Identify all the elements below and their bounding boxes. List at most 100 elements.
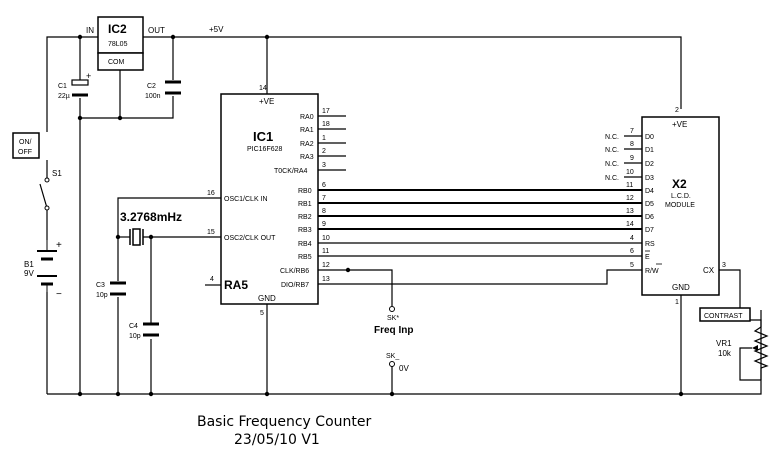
ic1-ra0-label: RA0 <box>300 114 314 121</box>
lcd-pin-d6: 13 <box>626 208 634 215</box>
lcd-line1: L.C.D. <box>671 193 691 200</box>
ic1-rb5-label: RB5 <box>298 254 312 261</box>
rail-5v-label: +5V <box>209 25 224 34</box>
lcd-pin-d2: 9 <box>630 155 634 162</box>
lcd-pin-d7: 14 <box>626 221 634 228</box>
sk-freq-label: Freq Inp <box>374 325 413 336</box>
vr1-box-label: CONTRAST <box>704 313 743 320</box>
lcd-nc-d0: N.C. <box>605 134 619 141</box>
c2-value: 100n <box>145 93 161 100</box>
ic2-in-label: IN <box>86 26 94 35</box>
lcd-pin-d1: 8 <box>630 141 634 148</box>
ic1-rb4-pin: 10 <box>322 235 330 242</box>
lcd-d1-label: D1 <box>645 147 654 154</box>
lcd-pin-gnd: 1 <box>675 299 679 306</box>
ic1-osc1-label: OSC1/CLK IN <box>224 196 268 203</box>
ic1-rb4-label: RB4 <box>298 241 312 248</box>
lcd-d0-label: D0 <box>645 134 654 141</box>
battery-plus: + <box>56 240 62 251</box>
lcd-module: X2 L.C.D. MODULE +VE GND CX 2 1 3 D0 D1 … <box>605 107 726 306</box>
lcd-rs-label: RS <box>645 241 655 248</box>
capacitor-c2: C2 100n <box>145 80 181 100</box>
ic1-ra3-pin: 2 <box>322 148 326 155</box>
data-bus <box>318 189 642 230</box>
ic1-osc1-pin: 16 <box>207 190 215 197</box>
vr1-value: 10k <box>718 349 732 358</box>
lcd-nc-d1: N.C. <box>605 147 619 154</box>
lcd-d5-label: D5 <box>645 201 654 208</box>
footer-version: 23/05/10 V1 <box>234 432 320 448</box>
sk-gnd-label: 0V <box>399 364 409 373</box>
c4-value: 10p <box>129 333 141 340</box>
lcd-pin-rw: 5 <box>630 262 634 269</box>
battery-b1: + − B1 9V <box>24 240 62 300</box>
ic1-osc2-label: OSC2/CLK OUT <box>224 235 276 242</box>
lcd-pin-d5: 12 <box>626 195 634 202</box>
capacitor-c3: C3 10p <box>96 281 126 299</box>
ic1-rb0-label: RB0 <box>298 188 312 195</box>
capacitor-c1: + C1 22µ <box>58 71 91 100</box>
ic1-ra2-label: RA2 <box>300 141 314 148</box>
ic1-rb0-pin: 6 <box>322 182 326 189</box>
ic1-rb5-pin: 11 <box>322 248 329 255</box>
ic1-rb3-label: RB3 <box>298 227 312 234</box>
lcd-nc-d3: N.C. <box>605 175 619 182</box>
switch-label-on: ON/ <box>19 139 32 146</box>
battery-minus: − <box>56 289 62 300</box>
sk-gnd-name: SK_ <box>386 353 399 360</box>
lcd-pin-e: 6 <box>630 248 634 255</box>
ic1-ra2-pin: 1 <box>322 135 326 142</box>
lcd-pin-d4: 11 <box>626 182 633 189</box>
lcd-nc-d2: N.C. <box>605 161 619 168</box>
c1-plus: + <box>86 71 91 81</box>
ic1-ra0-pin: 17 <box>322 108 330 115</box>
switch-label-off: OFF <box>18 149 32 156</box>
ic2-regulator: IC2 78L05 IN OUT COM <box>86 16 175 71</box>
ic1-ra1-label: RA1 <box>300 127 314 134</box>
ic1-pin-gnd: 5 <box>260 310 264 317</box>
lcd-d6-label: D6 <box>645 214 654 221</box>
ic1-microcontroller: IC1 PIC16F628 +VE GND 14 5 RA0 RA1 RA2 R… <box>207 85 330 317</box>
c1-value: 22µ <box>58 93 70 100</box>
footer-title: Basic Frequency Counter <box>197 414 371 430</box>
c2-name: C2 <box>147 83 156 90</box>
ic1-rb2-pin: 8 <box>322 208 326 215</box>
lcd-d7-label: D7 <box>645 227 654 234</box>
vr1-name: VR1 <box>716 339 732 348</box>
ic1-ra5-label: RA5 <box>224 278 248 292</box>
c3-name: C3 <box>96 282 105 289</box>
lcd-gnd: GND <box>672 283 690 292</box>
lcd-pin-rs: 4 <box>630 235 634 242</box>
ic1-rb7-label: DIO/RB7 <box>281 282 309 289</box>
ic1-gnd: GND <box>258 294 276 303</box>
lcd-cx: CX <box>703 266 715 275</box>
wires <box>46 36 762 395</box>
c1-name: C1 <box>58 83 67 90</box>
ic1-ra4-pin: 3 <box>322 162 326 169</box>
ic1-name: IC1 <box>253 129 273 144</box>
sk-freq-name: SK* <box>387 315 399 322</box>
ic2-com-label: COM <box>108 59 125 66</box>
lcd-pin-d3: 10 <box>626 169 634 176</box>
lcd-rw-label: R/W <box>645 268 659 275</box>
ic1-rb1-pin: 7 <box>322 195 326 202</box>
battery-value: 9V <box>24 269 34 278</box>
ic1-rb1-label: RB1 <box>298 201 312 208</box>
junction-dots <box>77 34 684 397</box>
ic2-name: IC2 <box>108 22 127 36</box>
ic1-rb6-label: CLK/RB6 <box>280 268 309 275</box>
ic1-ra4-label: T0CK/RA4 <box>274 168 308 175</box>
ground-socket: SK_ 0V <box>386 353 409 373</box>
ic1-pin-ve: 14 <box>259 85 267 92</box>
lcd-pin-ve: 2 <box>675 107 679 114</box>
lcd-pin-cx: 3 <box>722 262 726 269</box>
ic1-rb7-pin: 13 <box>322 276 330 283</box>
battery-name: B1 <box>24 260 34 269</box>
ic1-osc2-pin: 15 <box>207 229 215 236</box>
c3-value: 10p <box>96 292 108 299</box>
lcd-e-label: E <box>645 254 650 261</box>
ic2-out-label: OUT <box>148 26 165 35</box>
footer: Basic Frequency Counter 23/05/10 V1 <box>197 414 371 448</box>
lcd-d3-label: D3 <box>645 175 654 182</box>
lcd-line2: MODULE <box>665 202 695 209</box>
